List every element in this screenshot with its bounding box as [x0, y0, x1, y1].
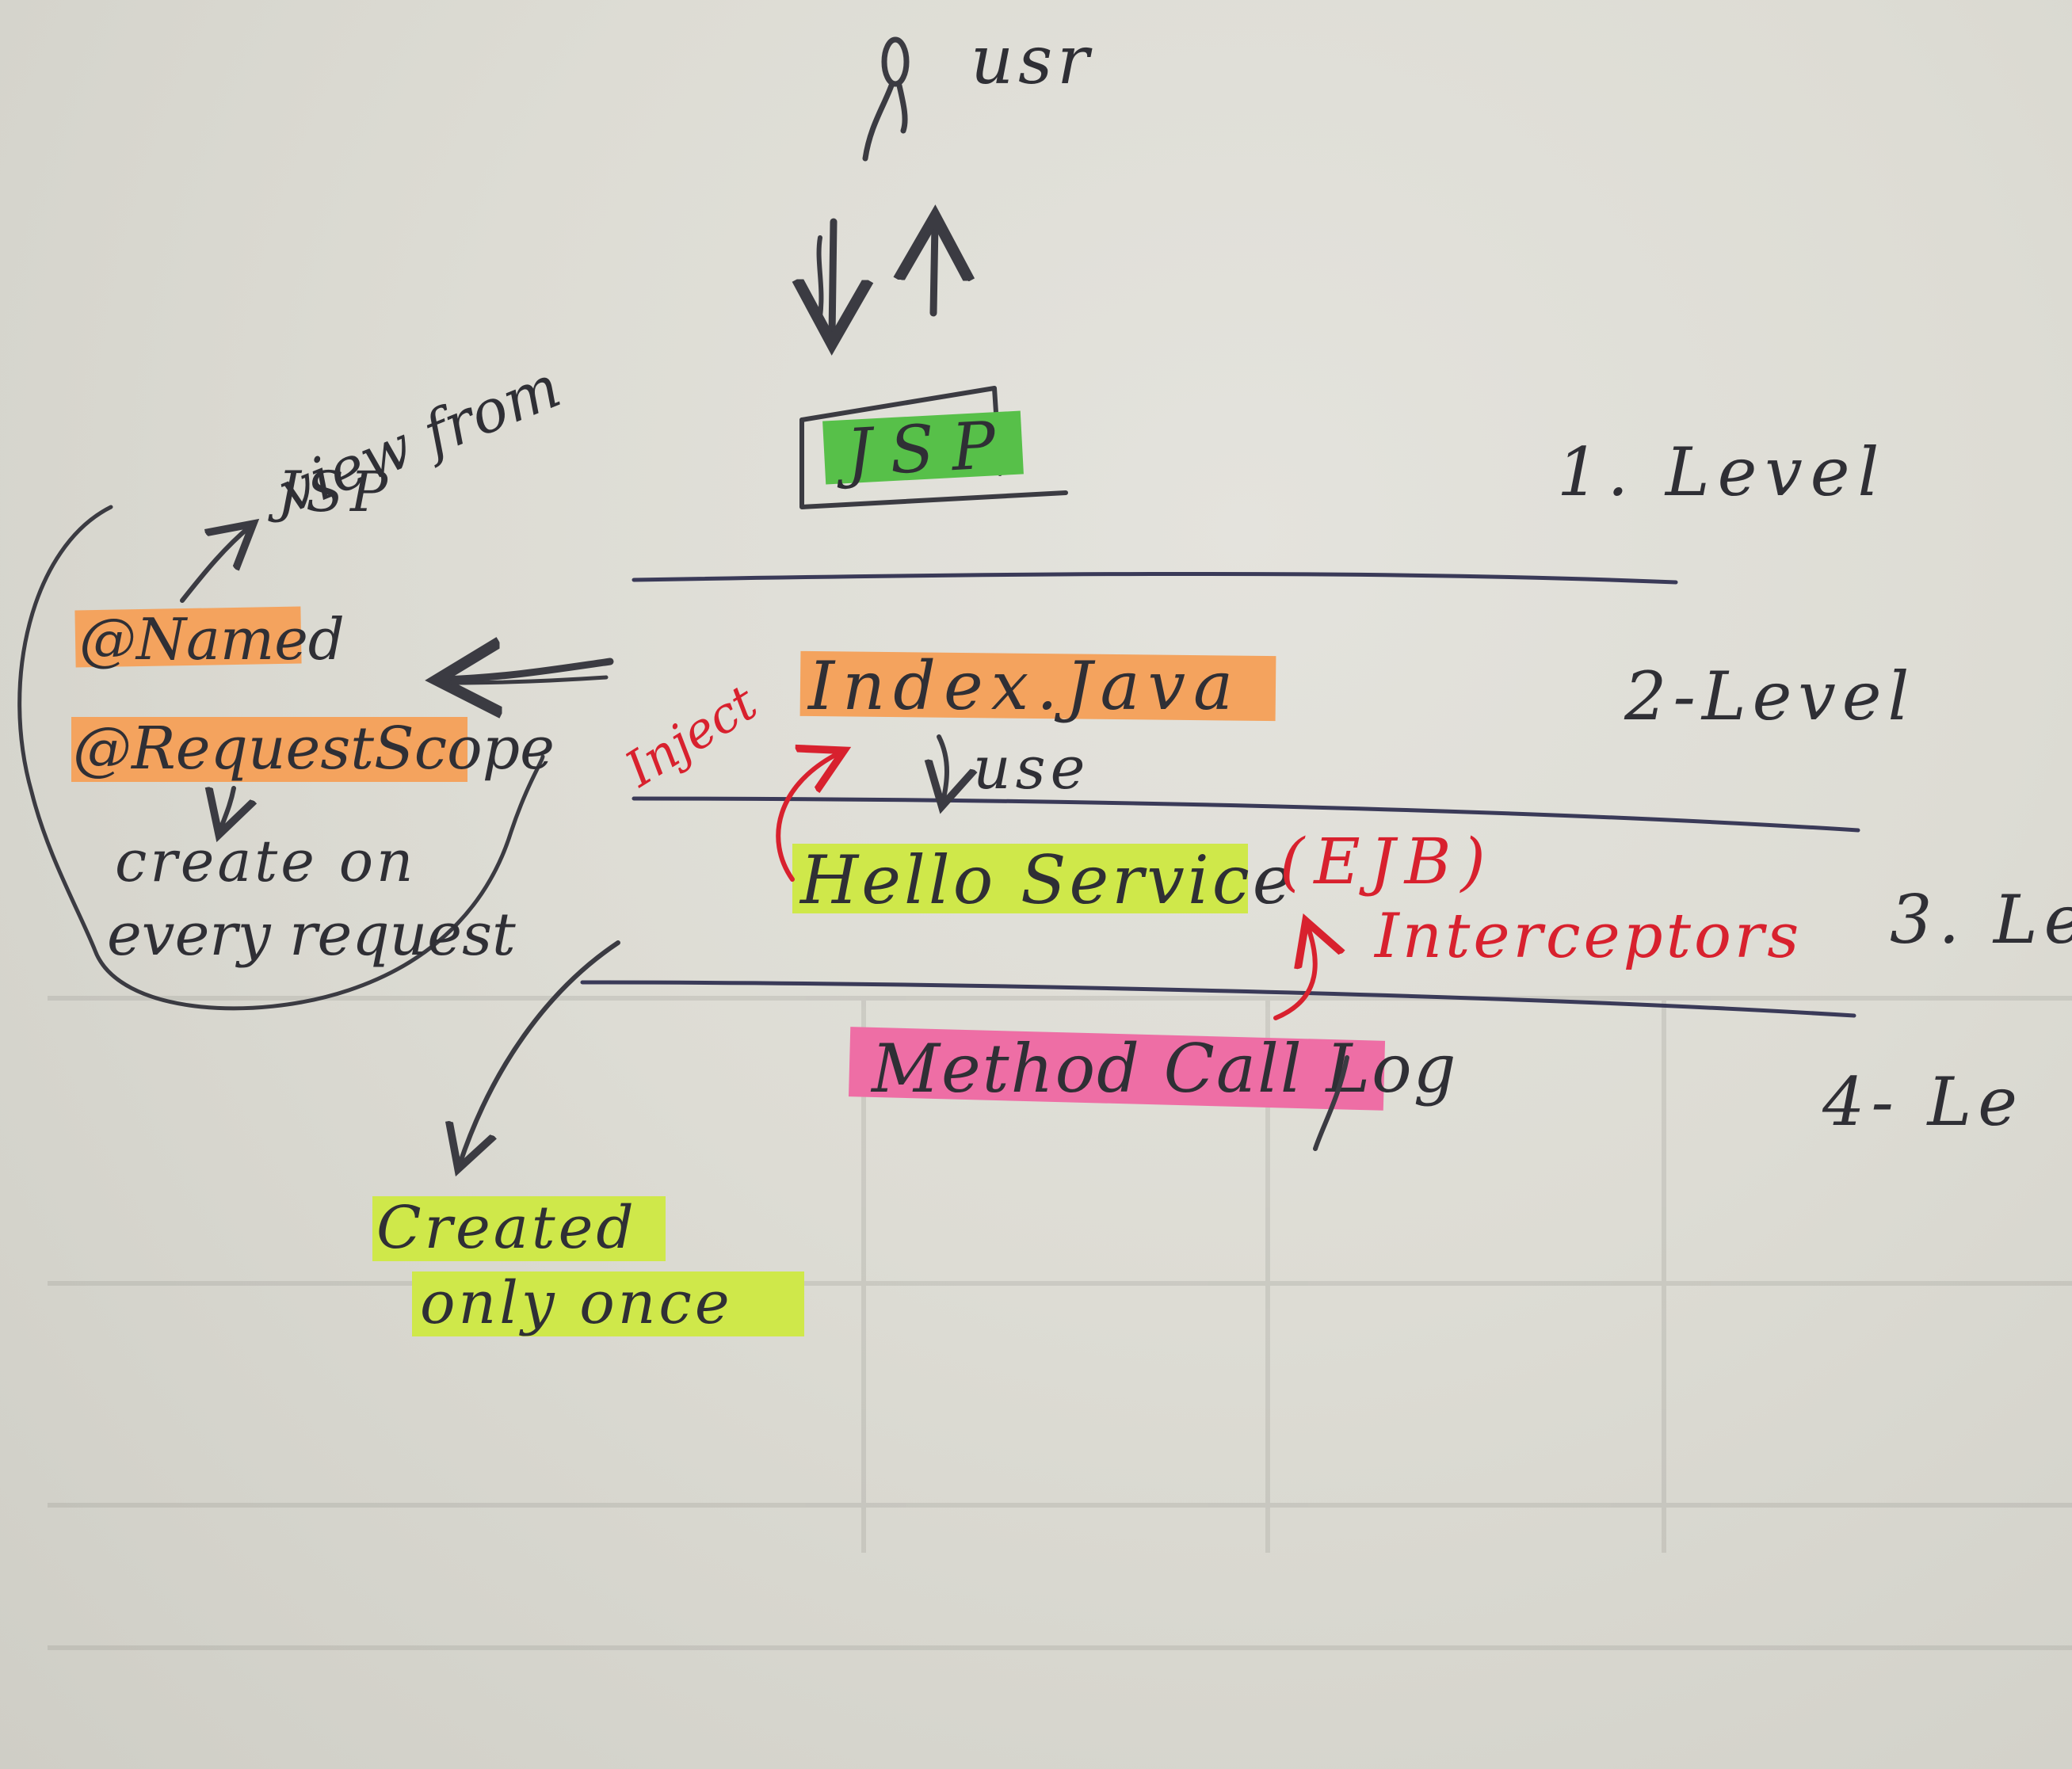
request-scope-label: @RequestScope	[73, 715, 555, 783]
only-once-label: only once	[420, 1269, 733, 1337]
index-java-label: Index.Java	[807, 647, 1241, 725]
level-2-label: 2-Level	[1624, 658, 1915, 735]
use-label: use	[973, 734, 1089, 803]
interceptors-arrow-icon	[1273, 925, 1315, 1020]
inject-arrow-double-line	[449, 675, 609, 685]
created-highlight	[372, 1196, 666, 1261]
inject-red-arrow-icon	[776, 753, 840, 882]
use-arrow-icon	[939, 734, 947, 802]
inject-label: Inject	[615, 673, 767, 799]
jsp-box	[799, 386, 1068, 509]
hello-service-highlight	[792, 844, 1248, 913]
level-4-label: 4- Le	[1822, 1063, 2024, 1141]
level-3-label: 3. Le	[1890, 881, 2072, 959]
ejb-label: (EJB)	[1280, 825, 1495, 898]
created-once-arrow-icon	[460, 940, 620, 1165]
hello-service-label: Hello Service	[799, 841, 1295, 919]
index-java-highlight	[799, 650, 1276, 722]
method-call-log-label: Method Call Log	[870, 1030, 1458, 1108]
create-on-label: create on	[115, 828, 416, 894]
method-call-log-tail	[1313, 1055, 1349, 1151]
named-label: @Named	[79, 606, 345, 673]
every-request-label: every request	[107, 901, 516, 969]
request-scope-highlight	[71, 717, 467, 782]
create-on-arrow-icon	[220, 786, 234, 830]
level-1-label: 1. Level	[1557, 433, 1887, 511]
user-label: usr	[971, 21, 1093, 99]
method-call-log-highlight	[848, 1027, 1386, 1111]
view-from-jsp-label: JSP	[268, 459, 394, 524]
request-response-arrows	[819, 222, 935, 337]
level-dividers	[580, 571, 1860, 1018]
named-highlight	[74, 606, 302, 668]
view-from-arrow-icon	[180, 527, 250, 603]
interceptors-label: Interceptors	[1373, 901, 1802, 972]
bean-annotation-enclosure	[17, 505, 545, 1011]
only-once-highlight	[412, 1271, 804, 1336]
created-label: Created	[376, 1194, 637, 1262]
user-stick-figure-icon	[862, 36, 910, 162]
jsp-label: JSP	[834, 407, 1015, 492]
inject-arrow-icon	[444, 661, 614, 680]
